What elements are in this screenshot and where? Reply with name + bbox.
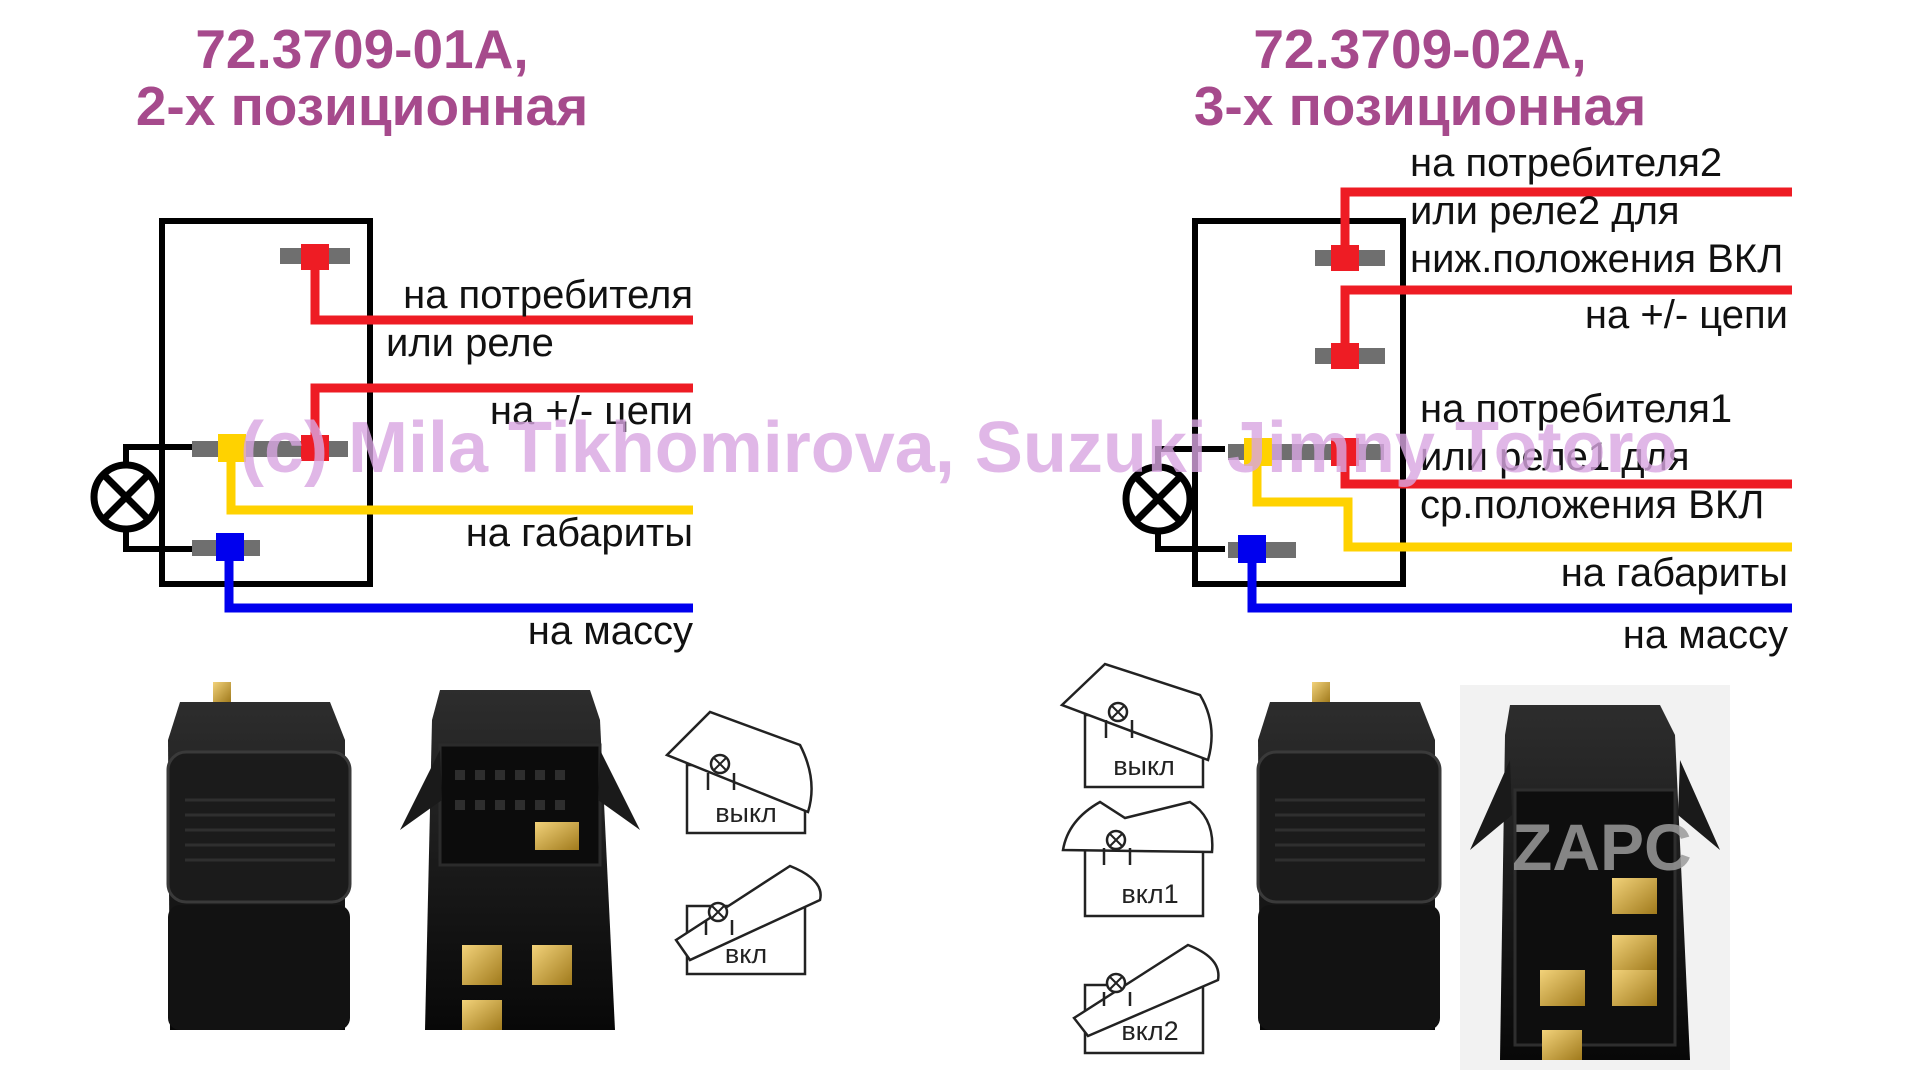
copyright-watermark: (c) Mila Tikhomirova, Suzuki Jimny Totor… <box>240 408 1678 488</box>
right-label-consumer1-3: ср.положения ВКЛ <box>1420 483 1764 527</box>
left-wire-consumer <box>310 256 693 325</box>
lamp-icon <box>709 753 731 775</box>
left-position-on-icon: вкл <box>674 864 822 976</box>
left-position-off-icon: выкл <box>664 710 813 835</box>
left-node-consumer <box>301 244 329 270</box>
right-position-off-icon: выкл <box>1059 662 1213 789</box>
left-node-power <box>301 435 329 461</box>
right-position-off-label: выкл <box>1113 751 1175 781</box>
left-switch-photo-front <box>166 682 352 1030</box>
lamp-icon <box>707 901 729 923</box>
right-wire-consumer2 <box>1340 187 1792 258</box>
right-node-ground <box>1238 535 1266 563</box>
left-label-power: на +/- цепи <box>490 389 693 433</box>
right-label-consumer2-1: на потребителя2 <box>1410 141 1722 185</box>
right-node-power <box>1331 343 1359 369</box>
left-switch-housing <box>159 218 373 587</box>
left-wire-ground <box>224 548 693 613</box>
right-position-on2-icon: вкл2 <box>1072 943 1220 1055</box>
left-node-lights <box>218 434 246 462</box>
right-wire-power <box>1340 285 1792 356</box>
left-model-subtitle: 2-х позиционная <box>136 75 588 137</box>
left-label-lights: на габариты <box>466 511 693 555</box>
right-position-on1-icon: вкл1 <box>1061 800 1214 918</box>
right-label-ground: на массу <box>1623 613 1788 657</box>
right-model-subtitle: 3-х позиционная <box>1194 75 1646 137</box>
right-label-consumer1-2: или реле1 для <box>1420 435 1690 479</box>
right-label-power: на +/- цепи <box>1585 293 1788 337</box>
right-switch-housing <box>1192 218 1406 587</box>
left-model-title: 72.3709-01A, <box>195 18 528 80</box>
left-switch-photo-back <box>400 690 640 1030</box>
right-label-lights: на габариты <box>1561 551 1788 595</box>
left-wiring-schematic: на потребителя или реле на +/- цепи на г… <box>90 218 693 653</box>
right-label-consumer2-3: ниж.положения ВКЛ <box>1410 237 1783 281</box>
right-label-consumer1-1: на потребителя1 <box>1420 387 1732 431</box>
right-label-consumer2-2: или реле2 для <box>1410 189 1680 233</box>
left-wire-power <box>310 383 693 447</box>
left-position-on-label: вкл <box>725 939 767 969</box>
photo-watermark: ZAPC <box>1512 810 1692 884</box>
lamp-icon <box>1122 463 1194 535</box>
right-position-on1-label: вкл1 <box>1121 879 1178 909</box>
lamp-icon <box>1107 701 1129 723</box>
left-position-off-label: выкл <box>715 798 777 828</box>
right-switch-photo-back: ZAPC <box>1460 685 1730 1070</box>
right-node-consumer1 <box>1331 438 1359 466</box>
left-label-consumer-1: на потребителя <box>403 273 693 317</box>
lamp-icon <box>1105 972 1127 994</box>
left-wire-lights <box>226 449 693 515</box>
left-node-ground <box>216 533 244 561</box>
right-model-title: 72.3709-02A, <box>1253 18 1586 80</box>
right-wire-lights <box>1252 452 1792 552</box>
right-position-on2-label: вкл2 <box>1121 1016 1178 1046</box>
right-node-lights <box>1244 438 1272 466</box>
right-node-consumer2 <box>1331 245 1359 271</box>
left-label-ground: на массу <box>528 609 693 653</box>
lamp-icon <box>90 461 162 533</box>
left-label-consumer-2: или реле <box>386 321 554 365</box>
lamp-icon <box>1105 829 1127 851</box>
right-switch-photo-front <box>1256 682 1442 1030</box>
right-wire-ground <box>1247 550 1792 613</box>
right-wiring-schematic: на потребителя2 или реле2 для ниж.положе… <box>1122 141 1792 657</box>
